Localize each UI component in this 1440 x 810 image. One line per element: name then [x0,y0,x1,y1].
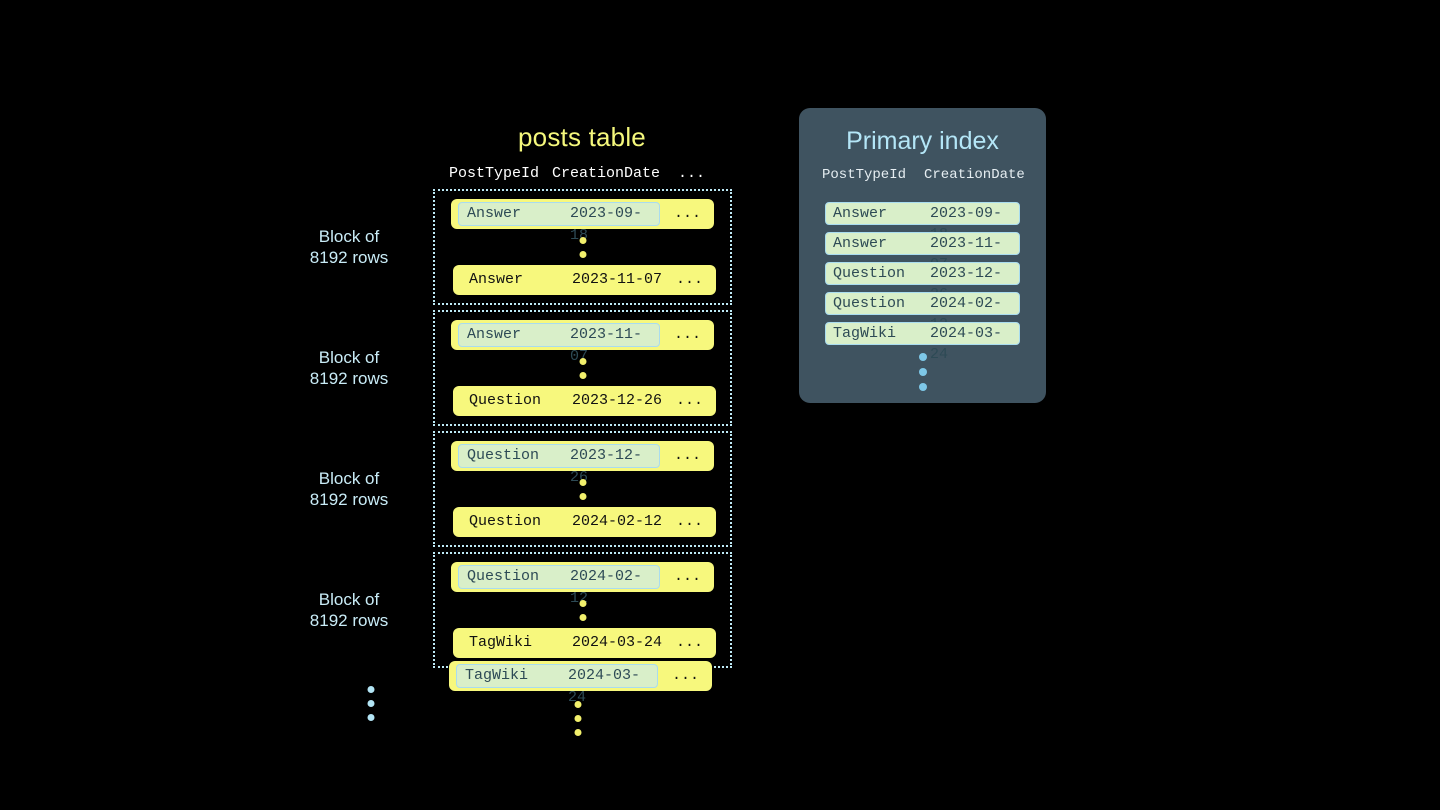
table-block: Block of 8192 rows Answer 2023-09-18 ...… [310,189,732,305]
index-row: Question 2024-02-12 [825,292,1020,333]
table-block: Block of 8192 rows Question 2024-02-12 .… [310,552,732,668]
cell-posttypeid: Question [467,568,540,585]
column-header-creationdate: CreationDate [924,167,1025,183]
cell-creationdate: 2023-11-07 [572,271,663,288]
ellipsis-dot [579,251,586,258]
primary-key-highlight: Question 2024-02-12 [458,565,660,607]
column-header-more: ... [678,165,706,182]
column-header-creationdate: CreationDate [552,165,661,182]
primary-key-highlight: TagWiki 2024-03-24 [456,664,658,706]
index-continues-ellipsis [918,353,927,391]
primary-key-highlight: Question 2023-12-26 [458,444,660,486]
cell-posttypeid: Question [467,447,540,464]
ellipsis-dot [574,701,582,708]
cell-more: ... [673,205,701,222]
table-row: Question 2024-02-12 ... [451,562,714,607]
posts-table-title: posts table [518,122,646,152]
table-continues-ellipsis [574,701,582,736]
table-row: Question 2023-12-26 ... [453,386,716,416]
table-row: TagWiki 2024-03-24 ... [453,628,716,658]
primary-index-title: Primary index [846,127,999,155]
cell-posttypeid: TagWiki [465,667,529,684]
cell-posttypeid: Answer [469,271,524,288]
cell-posttypeid: TagWiki [833,325,897,342]
ellipsis-dot [579,479,586,486]
table-block: Block of 8192 rows Question 2023-12-26 .… [310,431,732,547]
posts-table-blocks: Block of 8192 rows Answer 2023-09-18 ...… [310,189,732,673]
primary-key-highlight: Answer 2023-09-18 [458,202,660,244]
block-label: Block of 8192 rows [309,227,389,267]
ellipsis-dot [918,383,927,391]
cell-posttypeid: Answer [833,205,888,222]
table-row: Answer 2023-09-18 ... [451,199,714,244]
primary-key-highlight: Answer 2023-11-07 [458,323,660,365]
ellipsis-dot [367,700,375,707]
ellipsis-dot [918,368,927,376]
index-row: Question 2023-12-26 [825,262,1020,303]
ellipsis-dot [579,372,586,379]
cell-posttypeid: Answer [467,326,522,343]
block-label: Block of 8192 rows [309,469,389,509]
table-row: Answer 2023-11-07 ... [453,265,716,295]
cell-more: ... [675,634,703,651]
ellipsis-dot [367,686,375,693]
table-row: Answer 2023-11-07 ... [451,320,714,365]
cell-posttypeid: Question [469,392,542,409]
cell-more: ... [675,271,703,288]
cell-more: ... [671,667,699,684]
blocks-continue-ellipsis [367,686,375,721]
table-row: TagWiki 2024-03-24 ... [449,661,712,706]
cell-creationdate: 2024-03-24 [930,325,1003,363]
primary-index-column-headers: PostTypeId CreationDate [799,167,1046,187]
block-label: Block of 8192 rows [309,348,389,388]
ellipsis-dot [579,493,586,500]
posts-table-column-headers: PostTypeId CreationDate ... [433,165,732,187]
cell-posttypeid: TagWiki [469,634,533,651]
cell-posttypeid: Question [833,265,906,282]
table-block: Block of 8192 rows Answer 2023-11-07 ...… [310,310,732,426]
cell-creationdate: 2024-02-12 [572,513,663,530]
ellipsis-dot [367,714,375,721]
column-header-posttypeid: PostTypeId [449,165,540,182]
ellipsis-dot [574,729,582,736]
column-header-posttypeid: PostTypeId [822,167,907,183]
cell-posttypeid: Question [469,513,542,530]
cell-more: ... [675,392,703,409]
block-label: Block of 8192 rows [309,590,389,630]
ellipsis-dot [579,614,586,621]
cell-more: ... [673,447,701,464]
table-row: Question 2023-12-26 ... [451,441,714,486]
cell-posttypeid: Answer [467,205,522,222]
index-row: Answer 2023-11-07 [825,232,1020,273]
ellipsis-dot [579,600,586,607]
ellipsis-dot [918,353,927,361]
index-row: TagWiki 2024-03-24 [825,322,1020,363]
cell-posttypeid: Question [833,295,906,312]
cell-creationdate: 2024-03-24 [572,634,663,651]
cell-posttypeid: Answer [833,235,888,252]
ellipsis-dot [574,715,582,722]
ellipsis-dot [579,358,586,365]
ellipsis-dot [579,237,586,244]
cell-more: ... [673,326,701,343]
cell-creationdate: 2023-12-26 [572,392,663,409]
cell-more: ... [675,513,703,530]
index-row: Answer 2023-09-18 [825,202,1020,243]
primary-index-panel: Primary index PostTypeId CreationDate An… [799,108,1046,403]
primary-index-rows: Answer 2023-09-18 Answer 2023-11-07 Ques… [825,202,1020,363]
cell-creationdate: 2023-11-07 [570,326,643,365]
cell-more: ... [673,568,701,585]
cell-creationdate: 2024-03-24 [568,667,641,706]
table-row: Question 2024-02-12 ... [453,507,716,537]
